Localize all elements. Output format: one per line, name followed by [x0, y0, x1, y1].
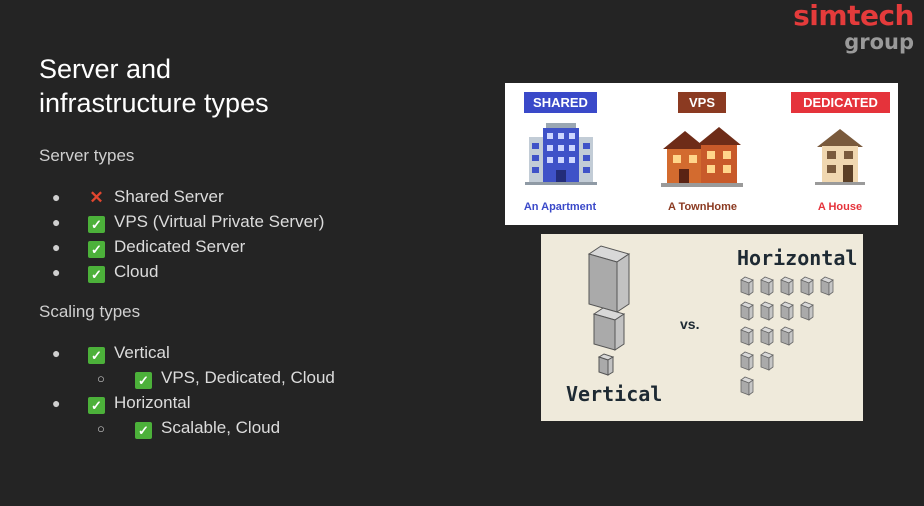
- cross-icon: ✕: [89, 188, 104, 207]
- list-item-label: Horizontal: [114, 393, 191, 412]
- vs-label: vs.: [680, 316, 700, 332]
- check-icon: ✓: [135, 372, 152, 389]
- hosting-types-illustration: SHARED VPS DEDICATED: [505, 83, 898, 225]
- bullet: ●: [52, 214, 61, 230]
- shared-badge: SHARED: [524, 92, 597, 113]
- list-item-label: Dedicated Server: [114, 237, 246, 256]
- check-icon: ✓: [88, 266, 105, 283]
- logo-text-group: group: [844, 30, 914, 54]
- bullet: ●: [52, 345, 61, 361]
- dedicated-badge: DEDICATED: [791, 92, 890, 113]
- vertical-label: Vertical: [566, 382, 663, 406]
- scaling-types-list: ● ✓ Vertical ○ ✓ VPS, Dedicated, Cloud ● ✓ Hor…: [40, 340, 335, 440]
- check-icon: ✓: [88, 216, 105, 233]
- simtech-logo: simtech group: [793, 2, 914, 53]
- bullet: ●: [52, 264, 61, 280]
- server-types-heading: Server types: [39, 146, 135, 165]
- house-icon: [815, 129, 865, 185]
- list-item: ● ✓ VPS (Virtual Private Server): [40, 209, 324, 234]
- list-item: ● ✓ Dedicated Server: [40, 234, 324, 259]
- scaling-illustration: vs. Vertical Horizontal: [541, 234, 863, 421]
- sub-bullet: ○: [97, 421, 105, 436]
- list-item: ● ✕ Shared Server: [40, 184, 324, 209]
- townhome-icon: [661, 127, 743, 187]
- sub-bullet: ○: [97, 371, 105, 386]
- apartment-building-icon: [525, 123, 597, 185]
- bullet: ●: [52, 189, 61, 205]
- townhome-caption: A TownHome: [667, 201, 738, 213]
- slide-title: Server and infrastructure types: [39, 52, 269, 120]
- check-icon: ✓: [88, 397, 105, 414]
- apartment-caption: An Apartment: [523, 201, 597, 213]
- list-item-label: VPS (Virtual Private Server): [114, 212, 325, 231]
- list-item-label: Vertical: [114, 343, 170, 362]
- list-item: ● ✓ Horizontal: [40, 390, 335, 415]
- horizontal-servers-icon: [740, 276, 834, 396]
- house-caption: A House: [817, 201, 863, 213]
- horizontal-label: Horizontal: [737, 246, 858, 270]
- bullet: ●: [52, 395, 61, 411]
- sub-list-item: ○ ✓ Scalable, Cloud: [40, 415, 335, 440]
- sub-list-item-label: Scalable, Cloud: [161, 418, 281, 437]
- logo-text-simtech: simtech: [793, 0, 914, 32]
- list-item: ● ✓ Cloud: [40, 259, 324, 284]
- bullet: ●: [52, 239, 61, 255]
- list-item: ● ✓ Vertical: [40, 340, 335, 365]
- vertical-servers-icon: [587, 245, 631, 376]
- sub-list-item-label: VPS, Dedicated, Cloud: [161, 368, 335, 387]
- list-item-label: Cloud: [114, 262, 159, 281]
- scaling-types-heading: Scaling types: [39, 302, 141, 321]
- list-item-label: Shared Server: [114, 187, 224, 206]
- server-types-list: ● ✕ Shared Server ● ✓ VPS (Virtual Private S…: [40, 184, 324, 284]
- title-line-2: infrastructure types: [39, 88, 269, 118]
- check-icon: ✓: [135, 422, 152, 439]
- vps-badge: VPS: [678, 92, 726, 113]
- check-icon: ✓: [88, 241, 105, 258]
- title-line-1: Server and: [39, 54, 172, 84]
- sub-list-item: ○ ✓ VPS, Dedicated, Cloud: [40, 365, 335, 390]
- check-icon: ✓: [88, 347, 105, 364]
